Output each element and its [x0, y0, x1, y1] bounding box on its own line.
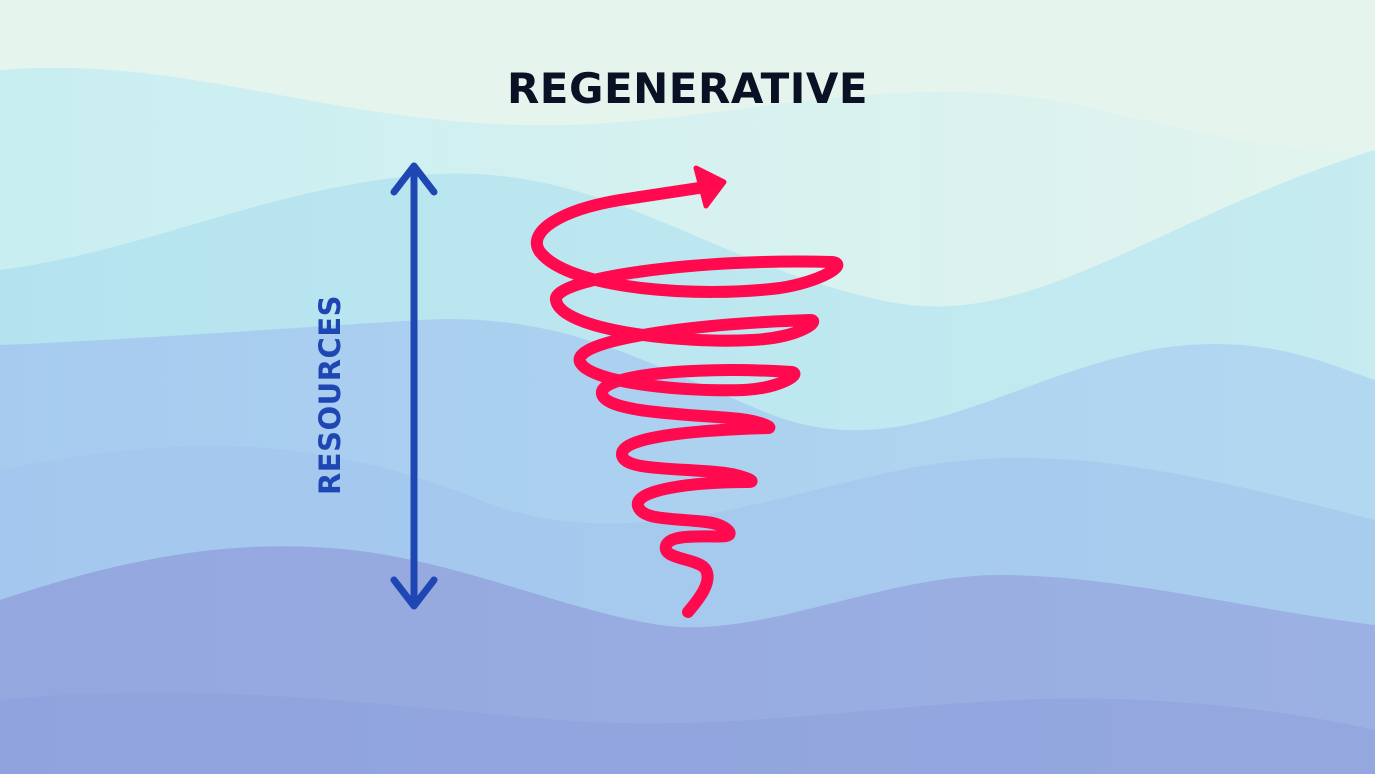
double-headed-vertical-arrow-icon	[390, 162, 438, 610]
wave-layer-5	[0, 692, 1375, 774]
diagram-title: REGENERATIVE	[506, 64, 869, 113]
upward-spiral-arrow-icon	[530, 165, 844, 618]
